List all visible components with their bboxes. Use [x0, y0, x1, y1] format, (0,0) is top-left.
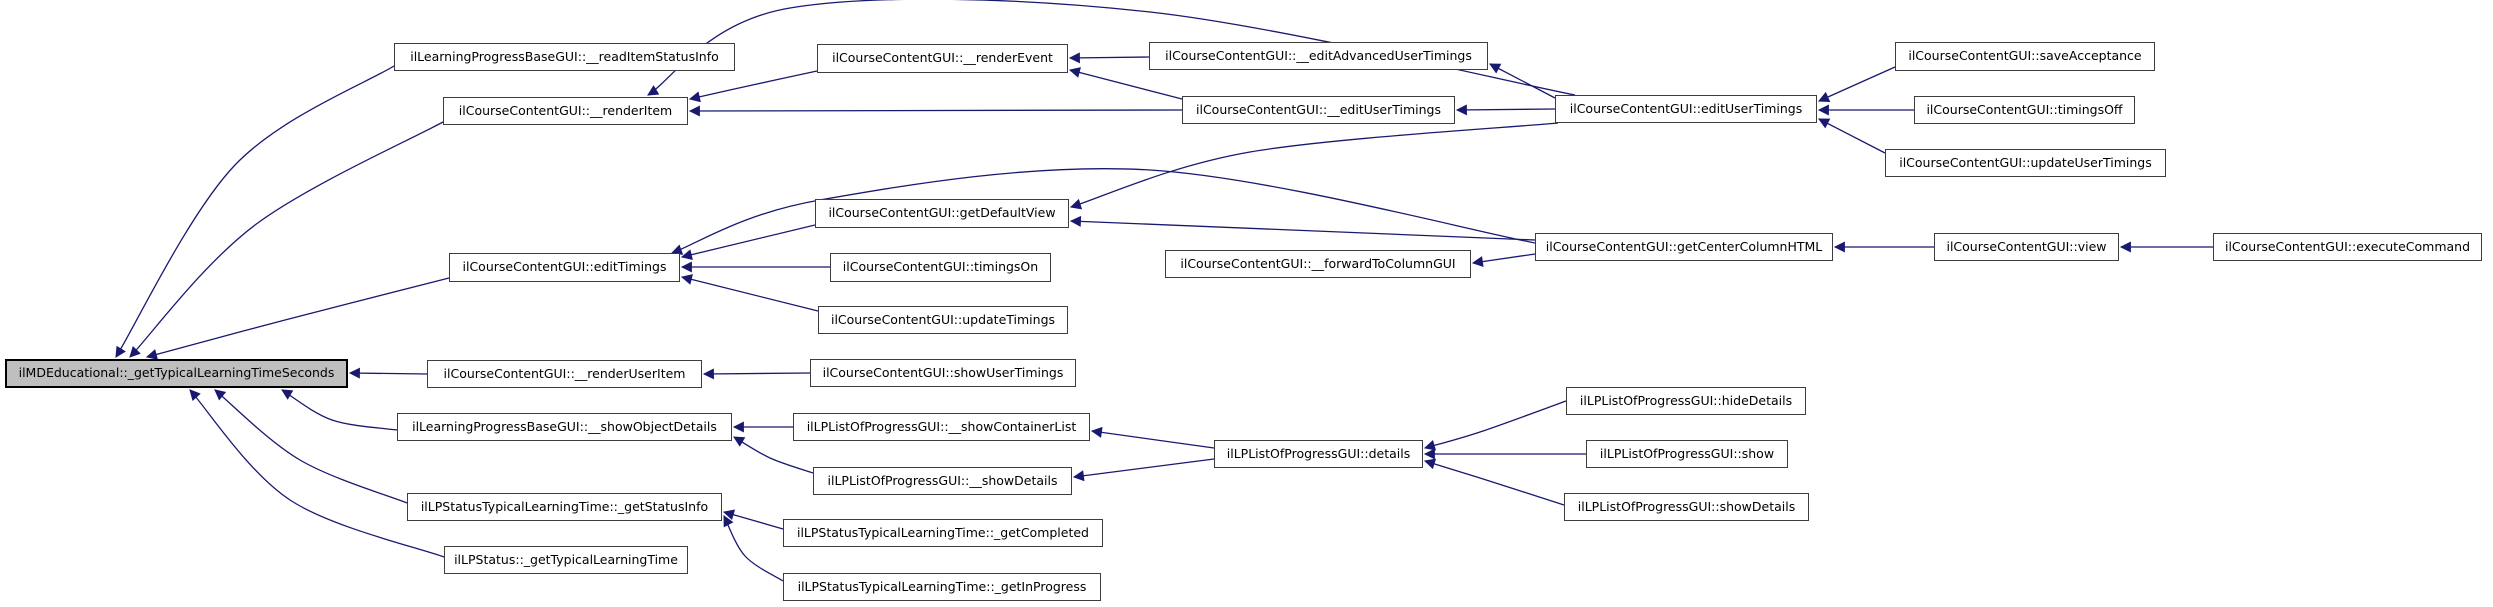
node-editTimings[interactable]: ilCourseContentGUI::editTimings [449, 253, 680, 282]
node-getCompleted[interactable]: ilLPStatusTypicalLearningTime::_getCompl… [783, 519, 1103, 547]
node-show[interactable]: ilLPListOfProgressGUI::show [1586, 440, 1788, 468]
edge-details-to-showDetails_ [1072, 458, 1215, 482]
node-hideDetails[interactable]: ilLPListOfProgressGUI::hideDetails [1566, 387, 1806, 415]
node-getInProgress[interactable]: ilLPStatusTypicalLearningTime::_getInPro… [783, 573, 1101, 601]
edge-readItemStatusInfo-to-main [115, 65, 395, 358]
edge-getCenterColumnHTML-to-editTimings [670, 168, 1536, 255]
node-view[interactable]: ilCourseContentGUI::view [1934, 233, 2119, 261]
edge-updateTimings-to-editTimings [680, 274, 819, 312]
edge-updateUserTimings-to-editUserTimings [1818, 118, 1886, 154]
edge-renderItem-to-main [129, 121, 444, 358]
node-showObjectDetails[interactable]: ilLearningProgressBaseGUI::__showObjectD… [397, 413, 732, 441]
node-details[interactable]: ilLPListOfProgressGUI::details [1214, 440, 1423, 468]
edge-getInProgress-to-getStatusInfo [723, 515, 784, 582]
node-editAdvancedUserTimings[interactable]: ilCourseContentGUI::__editAdvancedUserTi… [1149, 42, 1488, 70]
node-getDefaultView[interactable]: ilCourseContentGUI::getDefaultView [815, 199, 1069, 228]
edge-saveAcceptance-to-editUserTimings [1817, 66, 1896, 102]
edge-showDetails-to-details [1423, 458, 1565, 506]
node-showDetails_[interactable]: ilLPListOfProgressGUI::__showDetails [813, 467, 1072, 495]
edge-editTimings-to-main [145, 277, 450, 360]
node-updateUserTimings[interactable]: ilCourseContentGUI::updateUserTimings [1885, 149, 2166, 177]
edge-details-to-showContainerList [1090, 426, 1215, 449]
node-main[interactable]: ilMDEducational::_getTypicalLearningTime… [5, 359, 348, 388]
edge-renderEvent-to-renderItem [688, 70, 818, 103]
node-renderUserItem[interactable]: ilCourseContentGUI::__renderUserItem [427, 360, 702, 388]
edge-getCenterColumnHTML-to-forwardToColumnGUI [1471, 253, 1536, 268]
edge-getCompleted-to-getStatusInfo [722, 509, 784, 530]
edge-editUserTimings-to-editAdvancedUserTimings [1489, 63, 1556, 99]
node-executeCommand[interactable]: ilCourseContentGUI::executeCommand [2213, 233, 2482, 261]
node-getCenterColumnHTML[interactable]: ilCourseContentGUI::getCenterColumnHTML [1535, 233, 1833, 261]
node-getStatusInfo[interactable]: ilLPStatusTypicalLearningTime::_getStatu… [407, 493, 722, 521]
node-editUserTimings_[interactable]: ilCourseContentGUI::__editUserTimings [1182, 96, 1455, 124]
node-showDetails[interactable]: ilLPListOfProgressGUI::showDetails [1564, 493, 1809, 521]
edge-getDefaultView-to-editTimings [680, 224, 816, 261]
node-getTypicalLearningTime[interactable]: ilLPStatus::_getTypicalLearningTime [444, 546, 688, 574]
node-updateTimings[interactable]: ilCourseContentGUI::updateTimings [818, 306, 1068, 334]
edge-getTypicalLearningTime-to-main [189, 389, 445, 558]
edge-showDetails_-to-showObjectDetails [733, 436, 814, 474]
node-showContainerList[interactable]: ilLPListOfProgressGUI::__showContainerLi… [793, 413, 1090, 441]
node-saveAcceptance[interactable]: ilCourseContentGUI::saveAcceptance [1895, 42, 2155, 71]
edge-editAdvancedUserTimings-to-renderEvent [1068, 52, 1150, 64]
node-editUserTimings[interactable]: ilCourseContentGUI::editUserTimings [1555, 95, 1817, 123]
edge-editUserTimings-to-getDefaultView [1069, 122, 1559, 210]
edge-editUserTimings_-to-renderItem [688, 105, 1183, 117]
node-forwardToColumnGUI[interactable]: ilCourseContentGUI::__forwardToColumnGUI [1165, 250, 1471, 278]
edge-editUserTimings-to-editUserTimings_ [1455, 104, 1556, 116]
edge-hideDetails-to-details [1423, 400, 1567, 451]
edge-showUserTimings-to-renderUserItem [702, 368, 811, 380]
node-showUserTimings[interactable]: ilCourseContentGUI::showUserTimings [810, 359, 1076, 387]
node-renderEvent[interactable]: ilCourseContentGUI::__renderEvent [817, 44, 1068, 73]
edge-getStatusInfo-to-main [214, 389, 408, 504]
node-renderItem[interactable]: ilCourseContentGUI::__renderItem [443, 97, 688, 125]
edge-editUserTimings_-to-renderEvent [1068, 67, 1183, 100]
edge-getCenterColumnHTML-to-getDefaultView [1069, 215, 1536, 241]
node-timingsOn[interactable]: ilCourseContentGUI::timingsOn [830, 253, 1051, 282]
node-readItemStatusInfo[interactable]: ilLearningProgressBaseGUI::__readItemSta… [394, 43, 735, 71]
edge-renderUserItem-to-main [348, 367, 428, 379]
node-timingsOff[interactable]: ilCourseContentGUI::timingsOff [1914, 96, 2135, 124]
edge-showObjectDetails-to-main [281, 389, 398, 431]
